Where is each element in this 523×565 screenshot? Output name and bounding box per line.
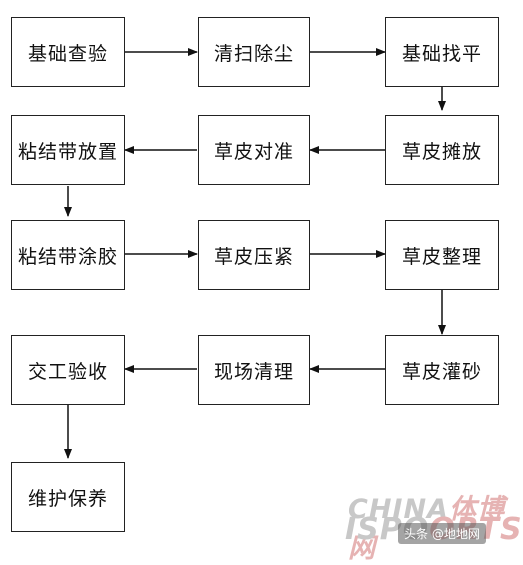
step-turf-sand-filling: 草皮灌砂 bbox=[385, 335, 499, 405]
step-turf-grooming: 草皮整理 bbox=[385, 220, 499, 290]
step-foundation-inspection: 基础查验 bbox=[11, 17, 125, 87]
step-cleaning: 清扫除尘 bbox=[198, 17, 310, 87]
watermark-china: CHINA bbox=[348, 494, 449, 525]
watermark-line1: CHINA体博网 bbox=[348, 487, 523, 565]
step-maintenance: 维护保养 bbox=[11, 462, 125, 532]
step-turf-spreading: 草皮摊放 bbox=[385, 115, 499, 185]
step-foundation-leveling: 基础找平 bbox=[385, 17, 499, 87]
source-credit: 头条 @地地网 bbox=[398, 523, 486, 544]
flowchart-connectors bbox=[64, 48, 446, 459]
step-tape-placement: 粘结带放置 bbox=[11, 115, 125, 185]
step-tape-gluing: 粘结带涂胶 bbox=[11, 220, 125, 290]
watermark-tibowang: 体博网 bbox=[348, 494, 505, 564]
step-turf-alignment: 草皮对准 bbox=[198, 115, 310, 185]
step-handover-acceptance: 交工验收 bbox=[11, 335, 125, 405]
step-turf-pressing: 草皮压紧 bbox=[198, 220, 310, 290]
step-site-cleanup: 现场清理 bbox=[198, 335, 310, 405]
